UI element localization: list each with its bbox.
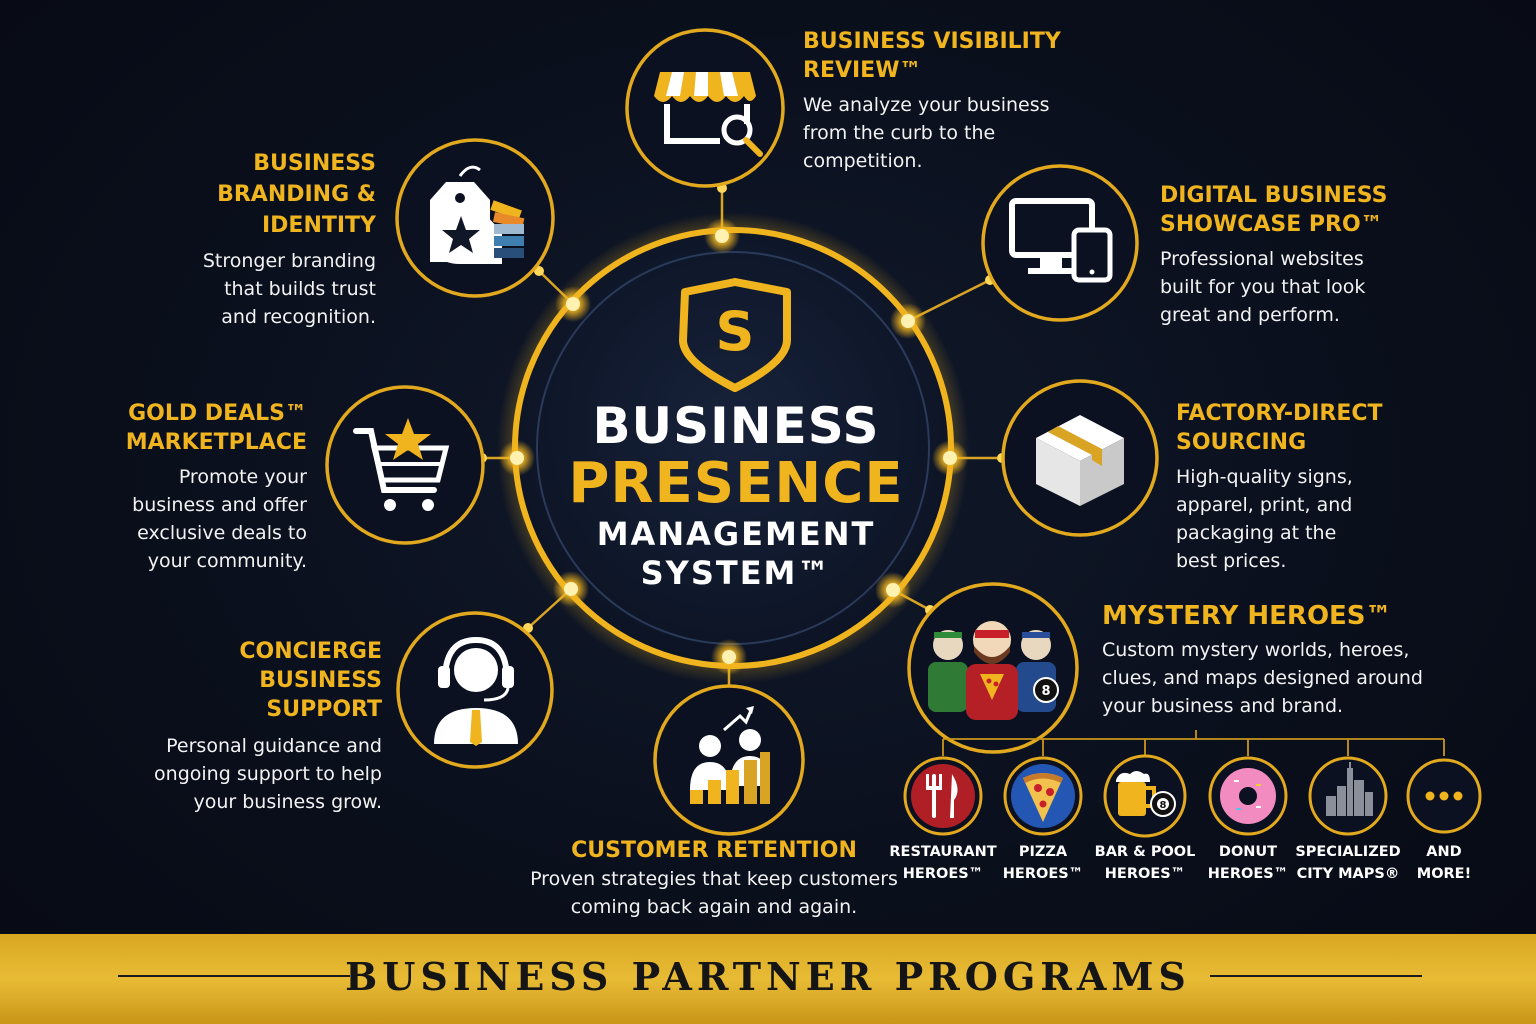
concierge-title: CONCIERGE BUSINESS SUPPORT — [239, 639, 382, 722]
center-title-line1: BUSINESS — [592, 397, 880, 455]
storefront-search-icon — [654, 72, 763, 157]
footer-rule-right — [1210, 975, 1422, 977]
shield-s-logo-icon: S — [679, 278, 791, 392]
sourcing-desc: High-quality signs, apparel, print, and … — [1176, 466, 1353, 572]
branding-title: BUSINESS BRANDING & IDENTITY — [217, 151, 376, 238]
heroes-desc: Custom mystery worlds, heroes, clues, an… — [1102, 639, 1423, 717]
sub-program-pizza: PIZZA HEROES™ — [983, 841, 1103, 885]
node-circle-showcase — [981, 164, 1139, 322]
sub-program-bar-pool: BAR & POOL HEROES™ — [1085, 841, 1205, 885]
sub-program-line2: HEROES™ — [902, 866, 984, 882]
devices-icon — [1009, 198, 1113, 283]
sub-program-line1: PIZZA — [1018, 844, 1068, 860]
sub-program-line2: HEROES™ — [1104, 866, 1186, 882]
center-title: BUSINESS PRESENCE MANAGEMENT SYSTEM™ — [548, 398, 924, 592]
sub-program-line2: HEROES™ — [1207, 866, 1289, 882]
label-gold: GOLD DEALS™ MARKETPLACE Promote your bus… — [100, 399, 307, 575]
label-retention: CUSTOMER RETENTION Proven strategies tha… — [530, 836, 898, 921]
fork-knife-icon — [911, 764, 975, 828]
sub-program-restaurant: RESTAURANT HEROES™ — [883, 841, 1003, 885]
svg-text:S: S — [716, 300, 755, 363]
cart-star-icon — [353, 418, 450, 511]
sub-program-line2: MORE! — [1416, 866, 1472, 882]
box-icon — [1036, 415, 1124, 506]
node-circle-visibility — [625, 28, 785, 188]
sub-program-line1: RESTAURANT — [889, 844, 997, 860]
tag-palette-icon — [430, 165, 525, 264]
label-visibility: BUSINESS VISIBILITY REVIEW™ We analyze y… — [803, 27, 1068, 175]
sub-program-donut: DONUT HEROES™ — [1188, 841, 1308, 885]
label-branding: BUSINESS BRANDING & IDENTITY Stronger br… — [196, 148, 376, 331]
growth-chart-icon — [690, 706, 770, 804]
sub-program-circles — [903, 754, 1482, 838]
sub-program-line2: CITY MAPS® — [1296, 866, 1400, 882]
donut-icon — [1220, 768, 1276, 824]
more-dots-icon — [1425, 791, 1463, 801]
sub-program-line2: HEROES™ — [1002, 866, 1084, 882]
city-skyline-icon — [1326, 762, 1373, 816]
sub-program-line1: BAR & POOL — [1094, 844, 1196, 860]
footer-rule-left — [118, 975, 350, 977]
center-title-line4: SYSTEM™ — [640, 554, 832, 592]
svg-text:8: 8 — [1041, 684, 1050, 699]
footer-banner: BUSINESS PARTNER PROGRAMS — [0, 934, 1536, 1024]
label-showcase: DIGITAL BUSINESS SHOWCASE PRO™ Professio… — [1160, 181, 1400, 329]
retention-title: CUSTOMER RETENTION — [571, 838, 857, 863]
label-concierge: CONCIERGE BUSINESS SUPPORT Personal guid… — [145, 637, 382, 816]
sourcing-title: FACTORY-DIRECT SOURCING — [1176, 401, 1383, 455]
ring-nodes — [477, 183, 1007, 675]
showcase-title: DIGITAL BUSINESS SHOWCASE PRO™ — [1160, 183, 1388, 237]
headset-support-icon — [434, 636, 518, 746]
visibility-title: BUSINESS VISIBILITY REVIEW™ — [803, 29, 1061, 83]
gold-title: GOLD DEALS™ MARKETPLACE — [125, 401, 307, 455]
label-sourcing: FACTORY-DIRECT SOURCING High-quality sig… — [1176, 399, 1396, 575]
label-heroes: MYSTERY HEROES™ Custom mystery worlds, h… — [1102, 600, 1442, 720]
sub-program-tree — [942, 730, 1445, 756]
heroes-icon: 8 — [928, 621, 1059, 720]
sub-program-line1: SPECIALIZED — [1295, 844, 1401, 860]
center-title-line2: PRESENCE — [568, 451, 904, 516]
showcase-desc: Professional websites built for you that… — [1160, 248, 1366, 326]
beer-pool-icon: 8 — [1116, 771, 1176, 817]
sub-program-line1: AND — [1426, 844, 1462, 860]
sub-program-city-maps: SPECIALIZED CITY MAPS® — [1288, 841, 1408, 885]
pizza-icon — [1011, 764, 1075, 828]
concierge-desc: Personal guidance and ongoing support to… — [154, 735, 382, 813]
sub-program-more: AND MORE! — [1384, 841, 1504, 885]
node-circle-retention — [653, 684, 805, 836]
center-title-line3: MANAGEMENT — [596, 515, 876, 553]
heroes-title: MYSTERY HEROES™ — [1102, 601, 1392, 631]
branding-desc: Stronger branding that builds trust and … — [202, 250, 376, 328]
sub-program-line1: DONUT — [1218, 844, 1278, 860]
footer-title: BUSINESS PARTNER PROGRAMS — [345, 954, 1191, 999]
svg-text:8: 8 — [1160, 800, 1167, 811]
gold-desc: Promote your business and offer exclusiv… — [132, 466, 307, 572]
visibility-desc: We analyze your business from the curb t… — [803, 94, 1050, 172]
retention-desc: Proven strategies that keep customers co… — [530, 868, 898, 918]
